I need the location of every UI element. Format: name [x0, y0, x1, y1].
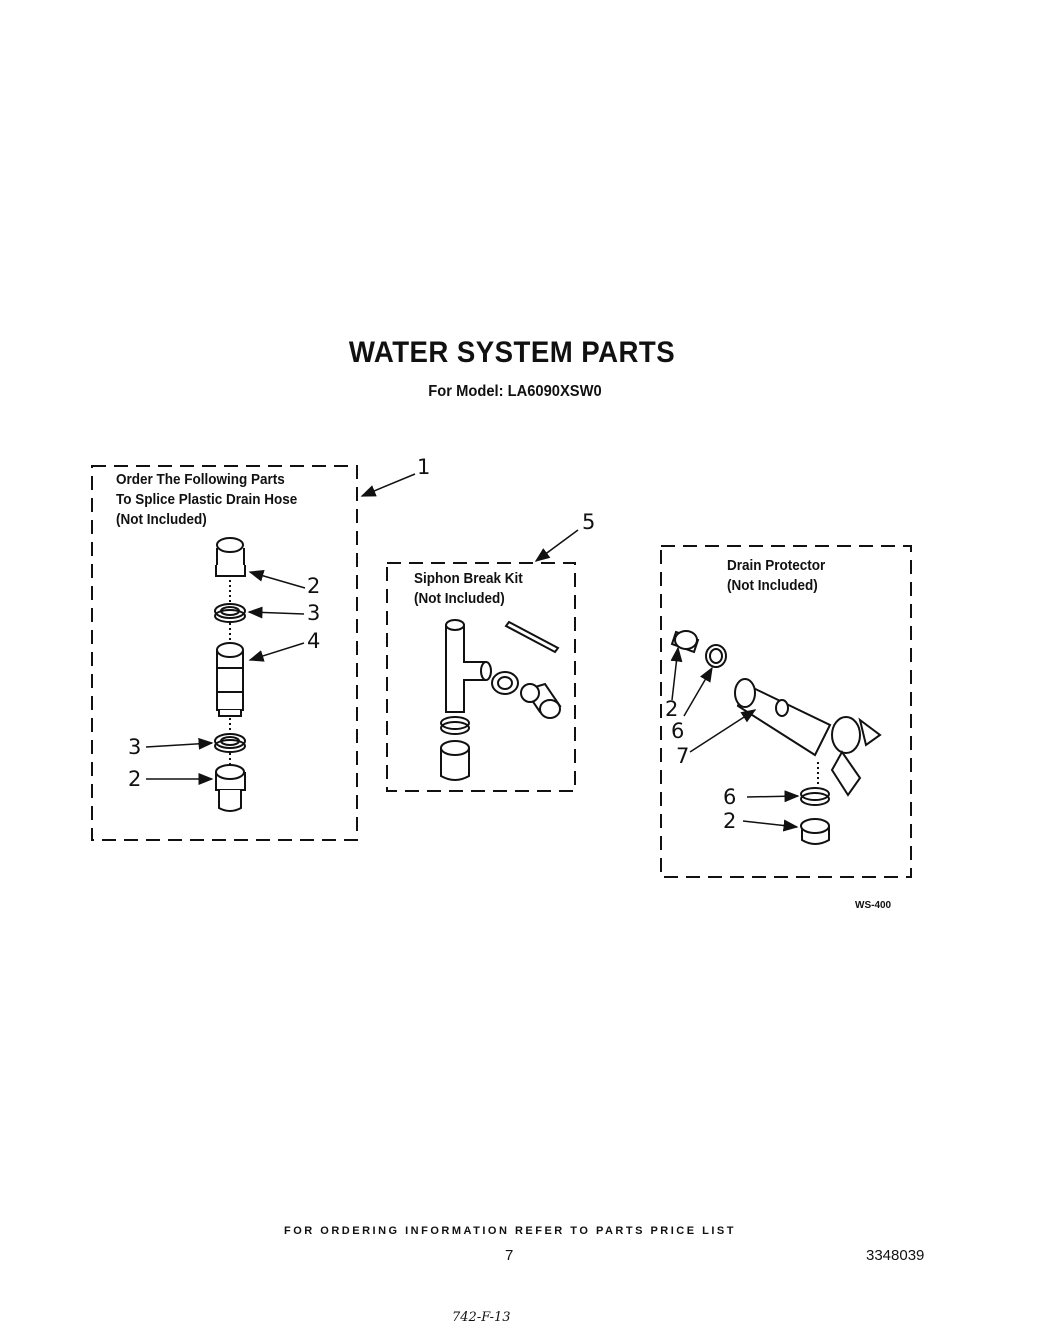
drain-clamp-bottom: [800, 787, 830, 806]
drain-protector-box: [660, 545, 912, 878]
leader-3a: [247, 606, 305, 619]
hose-adapter-bottom: [215, 764, 246, 812]
callout-3: 3: [128, 735, 142, 759]
page-title: WATER SYSTEM PARTS: [348, 336, 676, 369]
drain-clamp-left: [705, 644, 727, 668]
siphon-lower-clamp: [440, 716, 470, 735]
drain-protector-body: [734, 678, 882, 797]
drain-adapter-left: [670, 630, 700, 654]
callout-2: 2: [128, 767, 142, 791]
leader-7: [689, 709, 757, 753]
handwritten-note: 742-F-13: [452, 1310, 511, 1325]
model-subtitle: For Model: LA6090XSW0: [428, 383, 602, 400]
siphon-rod: [504, 620, 560, 654]
siphon-adapter: [520, 682, 562, 719]
leader-3b: [145, 737, 214, 750]
leader-2d: [742, 819, 799, 832]
leader-4: [248, 642, 305, 662]
siphon-lower-adapter: [440, 740, 470, 781]
leader-2a: [248, 570, 306, 589]
callout-2: 2: [665, 697, 679, 721]
ordering-footer: FOR ORDERING INFORMATION REFER TO PARTS …: [284, 1225, 736, 1237]
callout-2: 2: [307, 574, 321, 598]
drain-protector-label: Drain Protector (Not Included): [727, 557, 826, 594]
clamp-top: [214, 603, 246, 623]
siphon-break-box: [386, 562, 576, 792]
callout-1: 1: [417, 455, 431, 479]
leader-5: [534, 529, 579, 562]
leader-2c: [670, 646, 683, 701]
splice-kit-box: [91, 465, 358, 841]
hose-adapter-top: [215, 537, 246, 577]
callout-4: 4: [307, 629, 321, 653]
hose-connector: [216, 642, 244, 717]
siphon-tee: [445, 619, 492, 713]
drain-adapter-bottom: [800, 818, 830, 845]
callout-7: 7: [676, 744, 690, 768]
figure-code: WS-400: [855, 900, 892, 911]
callout-3: 3: [307, 601, 321, 625]
callout-6: 6: [671, 719, 685, 743]
leader-6a: [683, 666, 713, 717]
document-number: 3348039: [866, 1247, 925, 1264]
callout-6: 6: [723, 785, 737, 809]
clamp-bottom: [214, 733, 246, 753]
callout-5: 5: [582, 510, 596, 534]
splice-kit-label: Order The Following Parts To Splice Plas…: [116, 471, 298, 528]
leader-1: [360, 473, 416, 497]
page-number: 7: [505, 1247, 514, 1264]
siphon-clamp: [491, 671, 519, 695]
siphon-break-label: Siphon Break Kit (Not Included): [414, 570, 523, 607]
leader-6b: [746, 790, 800, 803]
callout-2: 2: [723, 809, 737, 833]
